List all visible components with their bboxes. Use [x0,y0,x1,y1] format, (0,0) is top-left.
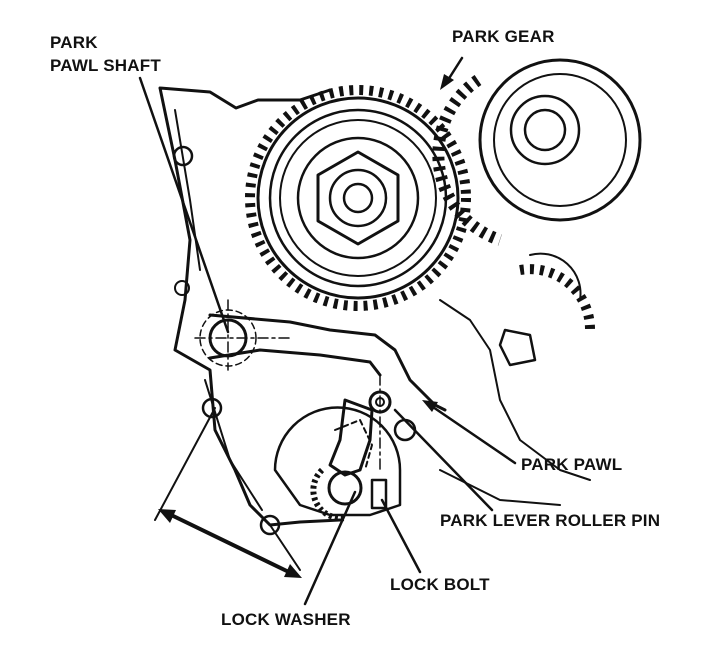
main-gear [245,85,471,311]
park-gear-drawing [432,58,642,331]
park-pawl-shaft-label-line2: PAWL SHAFT [50,56,161,75]
park-gear-label: PARK GEAR [452,27,555,46]
park-pawl-label: PARK PAWL [521,455,623,474]
leader-lines [138,56,517,606]
park-lever-roller-pin-label: PARK LEVER ROLLER PIN [440,511,661,530]
park-pawl-shaft-label-line1: PARK [50,33,98,52]
lock-washer-label: LOCK WASHER [221,610,351,629]
park-pawl-assembly [194,299,447,522]
lock-bolt-label: LOCK BOLT [390,575,490,594]
